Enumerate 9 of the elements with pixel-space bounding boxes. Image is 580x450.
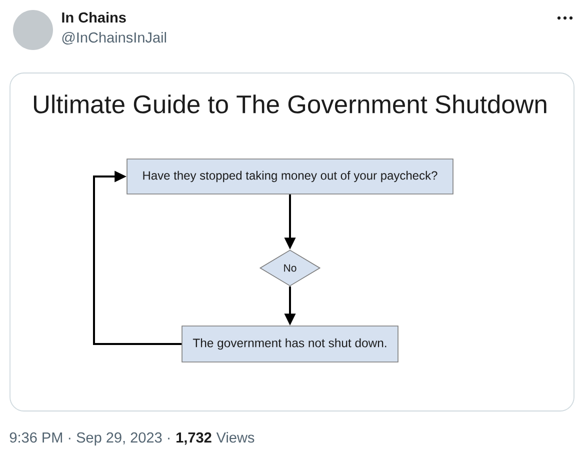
account-name: In Chains (62, 12, 126, 23)
views-text: Views (216, 432, 254, 443)
title: Ultimate Guide to The Government Shutdown (34, 94, 546, 114)
process-box: Have they stopped taking money out of your paycheck? (126, 158, 454, 194)
view-count: 1,732 (176, 432, 212, 445)
timestamp: 9:36 PM · Sep 29, 2023 · (10, 432, 170, 446)
process-box: The government has not shut down. (182, 326, 398, 362)
account-handle: @InChainsInJail (62, 32, 166, 44)
arrow (93, 170, 182, 345)
